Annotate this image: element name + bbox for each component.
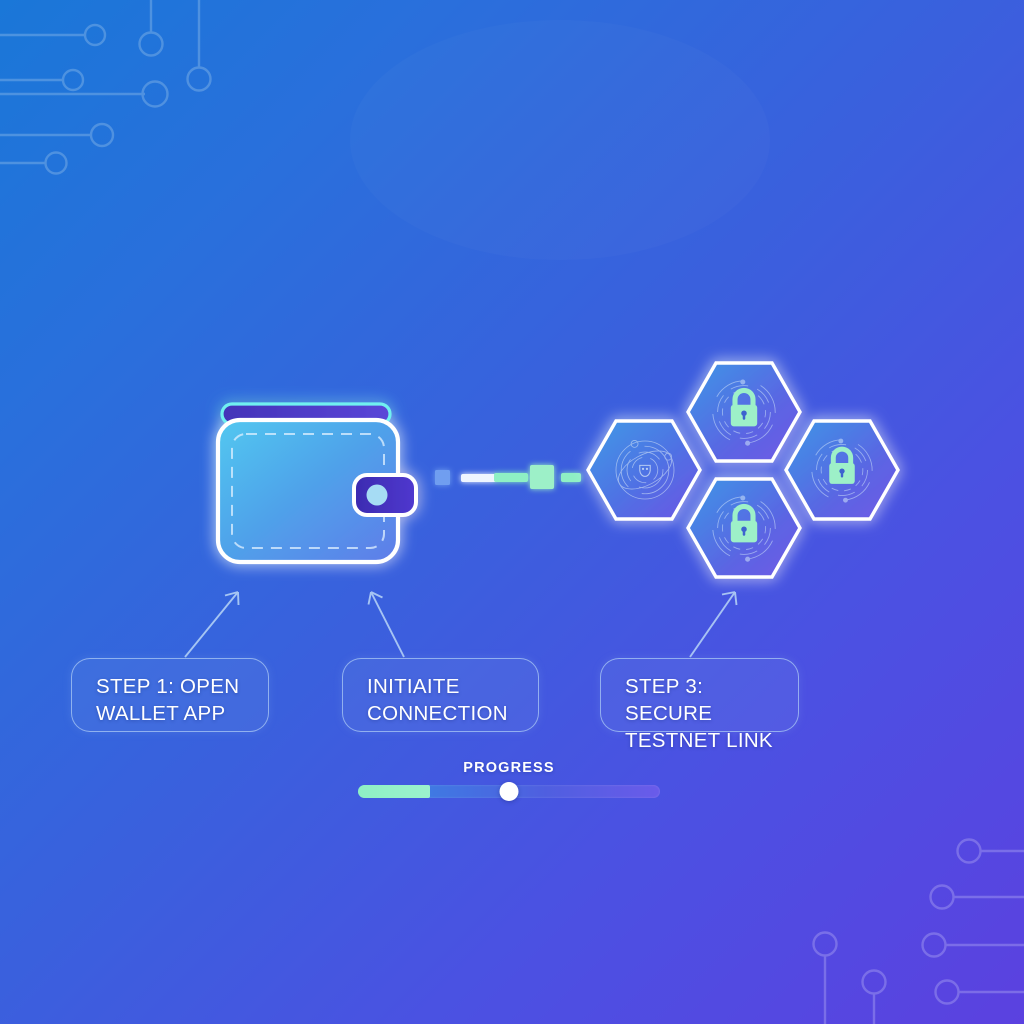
pointer-arrows [184, 591, 738, 658]
dash-segment-5 [561, 473, 581, 482]
progress-track[interactable] [358, 782, 660, 801]
secure-node-cluster [586, 361, 900, 579]
dash-segment-4 [530, 465, 554, 489]
circuit-top-left [0, 0, 212, 175]
circuit-bottom-right [812, 838, 1024, 1024]
hex-shape [586, 419, 702, 521]
arrow-step-1 [184, 591, 240, 658]
progress-section: PROGRESS [358, 760, 660, 801]
dash-segment-3 [494, 473, 528, 482]
dash-segment-1 [435, 470, 450, 485]
wallet-stitching [231, 433, 385, 549]
wallet-icon[interactable] [215, 402, 418, 565]
progress-knob[interactable] [499, 782, 519, 801]
hex-node-network[interactable] [586, 419, 702, 521]
hex-node-lock-top[interactable] [686, 361, 802, 463]
arrow-step-2 [367, 591, 405, 658]
connection-dashes [435, 465, 581, 489]
hex-node-lock-right[interactable] [784, 419, 900, 521]
step-label-1[interactable]: STEP 1: OPEN WALLET APP [71, 658, 269, 732]
progress-label: PROGRESS [463, 760, 555, 776]
wallet-clasp-dot [366, 484, 388, 506]
arrow-step-3 [689, 591, 738, 658]
hex-node-lock-bottom[interactable] [686, 477, 802, 579]
progress-fill [358, 785, 431, 798]
step-label-3[interactable]: STEP 3: SECURE TESTNET LINK [600, 658, 799, 752]
step-label-2[interactable]: INITIAITE CONNECTION [342, 658, 539, 732]
